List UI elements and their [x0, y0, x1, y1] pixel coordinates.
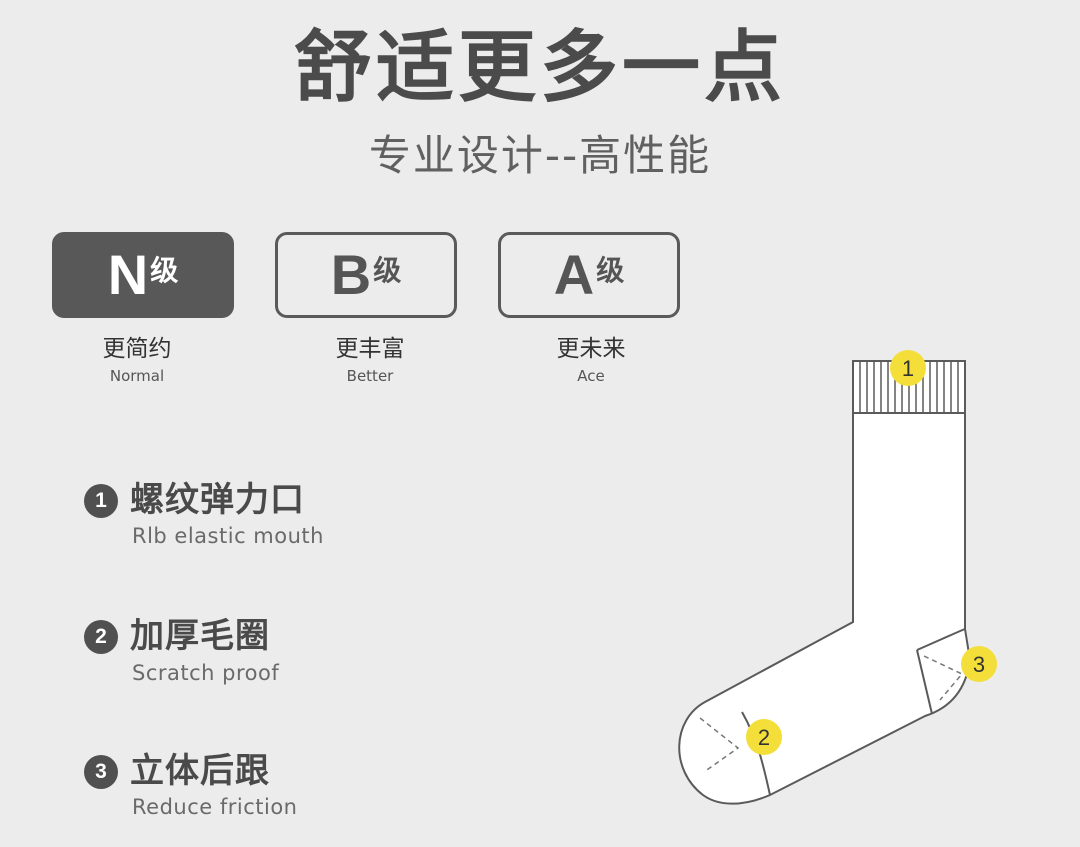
- grade-a-cn-label: 更未来: [556, 336, 626, 362]
- grade-b-en-label: Better: [346, 367, 394, 385]
- sock-outline: [678, 413, 972, 805]
- grade-n-cn-label: 更简约: [102, 336, 172, 362]
- grade-b-cn-label: 更丰富: [335, 336, 405, 362]
- feature-title: 立体后跟: [130, 751, 270, 791]
- page-subtitle: 专业设计--高性能: [368, 131, 712, 180]
- feature-title: 加厚毛圈: [130, 616, 270, 656]
- grade-letter: A: [553, 243, 595, 306]
- feature-number-badge: 2: [84, 620, 118, 654]
- feature-number-badge: 3: [84, 755, 118, 789]
- grade-letter: N: [107, 243, 149, 306]
- grade-a-en-label: Ace: [577, 367, 605, 385]
- marker-3: 3: [961, 646, 997, 682]
- grade-suffix: 级: [150, 254, 179, 287]
- feature-title: 螺纹弹力口: [130, 480, 305, 520]
- heel-stitch: [923, 655, 964, 701]
- page-title: 舒适更多一点: [293, 23, 786, 113]
- grade-b-card[interactable]: B 级: [275, 232, 457, 318]
- marker-3-label: 3: [973, 652, 985, 677]
- grade-letter: B: [330, 243, 372, 306]
- grade-n-en-label: Normal: [109, 367, 165, 385]
- feature-number-badge: 1: [84, 484, 118, 518]
- feature-subtitle: Rlb elastic mouth: [132, 524, 324, 548]
- sock-diagram: 1 2 3: [678, 350, 997, 805]
- grade-suffix: 级: [373, 254, 402, 287]
- feature-subtitle: Reduce friction: [132, 795, 298, 819]
- grade-a-card[interactable]: A 级: [498, 232, 680, 318]
- grade-suffix: 级: [596, 254, 625, 287]
- heel-seam: [916, 628, 966, 715]
- toe-stitch: [699, 717, 740, 773]
- grade-n-card[interactable]: N 级: [52, 232, 234, 318]
- marker-1-label: 1: [902, 356, 914, 381]
- marker-1: 1: [890, 350, 926, 386]
- marker-2: 2: [746, 719, 782, 755]
- marker-2-label: 2: [758, 725, 770, 750]
- feature-subtitle: Scratch proof: [132, 661, 280, 685]
